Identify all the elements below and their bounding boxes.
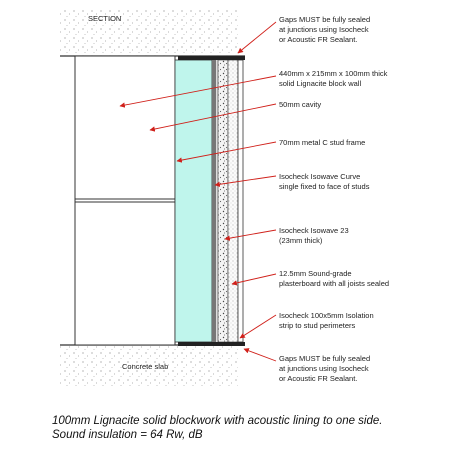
bottom-concrete-slab	[60, 344, 245, 388]
annotation-gaps-bottom: Gaps MUST be fully sealed at junctions u…	[279, 354, 372, 383]
leader-isowave-23	[224, 229, 277, 241]
slab-label: Concrete slab	[122, 362, 168, 371]
leader-lines	[119, 21, 277, 362]
annotation-block-wall: 440mm x 215mm x 100mm thick solid Lignac…	[279, 69, 389, 88]
leader-gaps-top	[237, 21, 277, 54]
leader-isolation-strip	[239, 314, 277, 339]
isowave-curve-layer	[217, 59, 229, 343]
isolation-strips	[178, 56, 245, 346]
annotation-isolation-strip: Isocheck 100x5mm Isolation strip to stud…	[279, 311, 376, 330]
leader-gaps-bottom	[243, 348, 277, 362]
annotation-plasterboard: 12.5mm Sound-grade plasterboard with all…	[279, 269, 389, 288]
isowave-23-layer	[227, 59, 239, 343]
leader-cavity	[149, 103, 277, 132]
caption-line-2: Sound insulation = 64 Rw, dB	[52, 429, 203, 441]
annotation-stud-frame: 70mm metal C stud frame	[279, 138, 365, 147]
section-label: SECTION	[88, 14, 121, 23]
annotations: Gaps MUST be fully sealed at junctions u…	[279, 15, 389, 383]
caption-line-1: 100mm Lignacite solid blockwork with aco…	[52, 415, 383, 427]
cavity	[174, 59, 213, 343]
stud-frame	[212, 60, 218, 342]
annotation-gaps-top: Gaps MUST be fully sealed at junctions u…	[279, 15, 372, 44]
annotation-cavity: 50mm cavity	[279, 100, 321, 109]
block-wall	[74, 55, 176, 346]
plasterboard-layer	[237, 59, 244, 343]
annotation-isowave-23: Isocheck Isowave 23 (23mm thick)	[279, 226, 351, 245]
caption: 100mm Lignacite solid blockwork with aco…	[52, 414, 442, 442]
leader-isowave-curve	[214, 175, 277, 187]
leader-stud-frame	[176, 141, 277, 163]
leader-block-wall	[119, 75, 277, 108]
top-concrete-slab	[60, 10, 245, 57]
annotation-isowave-curve: Isocheck Isowave Curve single fixed to f…	[279, 172, 370, 191]
leader-plasterboard	[231, 273, 277, 286]
